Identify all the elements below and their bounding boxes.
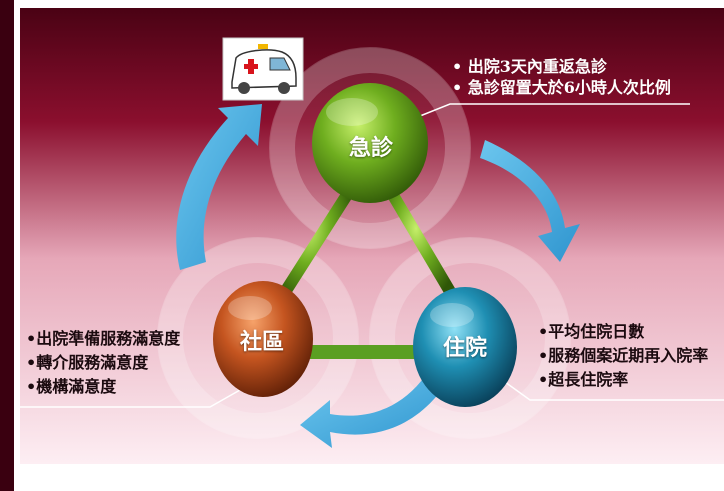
- cycle-arrow-bottom: [300, 380, 440, 448]
- inpatient-indicator-list: •平均住院日數 •服務個案近期再入院率 •超長住院率: [538, 320, 708, 392]
- community-node-label: 社區: [240, 329, 285, 355]
- inpatient-indicator-1: •平均住院日數: [538, 322, 645, 341]
- inpatient-node: [413, 287, 517, 407]
- emergency-node-label: 急診: [349, 135, 394, 161]
- ambulance-icon: [222, 37, 304, 101]
- community-indicator-3: •機構滿意度: [26, 377, 117, 396]
- decor-rings: [157, 47, 571, 439]
- frame-gap: [14, 0, 20, 491]
- inpatient-node-label: 住院: [443, 335, 488, 361]
- emergency-indicator-list: • 出院3天內重返急診 • 急診留置大於6小時人次比例: [452, 56, 671, 98]
- community-indicator-list: •出院準備服務滿意度 •轉介服務滿意度 •機構滿意度: [26, 327, 180, 399]
- cycle-arrow-left: [176, 104, 262, 270]
- cycle-arrow-right: [480, 140, 580, 262]
- emergency-indicator-2: • 急診留置大於6小時人次比例: [452, 78, 671, 97]
- community-indicator-1: •出院準備服務滿意度: [26, 329, 181, 348]
- emergency-node: [312, 83, 428, 203]
- left-frame: [0, 0, 14, 491]
- inpatient-indicator-3: •超長住院率: [538, 370, 629, 389]
- emergency-indicator-1: • 出院3天內重返急診: [452, 57, 607, 76]
- community-node: [213, 281, 313, 397]
- node-links: [274, 184, 461, 306]
- inpatient-indicator-2: •服務個案近期再入院率: [538, 346, 709, 365]
- community-indicator-2: •轉介服務滿意度: [26, 353, 149, 372]
